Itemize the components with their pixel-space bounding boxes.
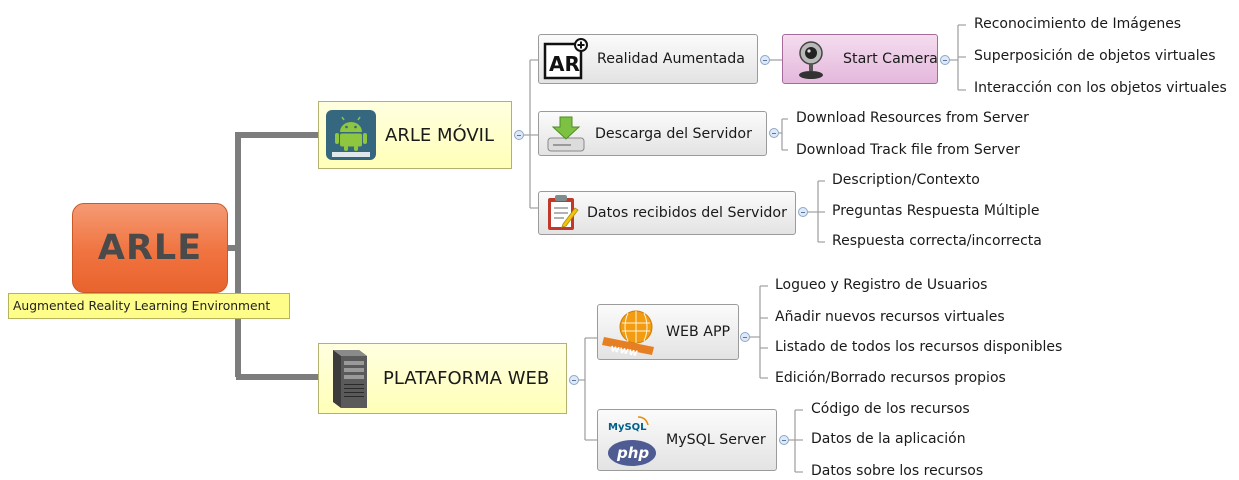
subtopic-label: Start Camera — [843, 51, 938, 67]
android-icon — [325, 109, 377, 161]
webcam-icon — [789, 37, 833, 81]
subtopic-label: Datos recibidos del Servidor — [587, 205, 787, 221]
subtopic-realidad-aumentada[interactable]: AR Realidad Aumentada — [538, 34, 758, 84]
leaf-item[interactable]: Download Resources from Server — [796, 110, 1029, 126]
subtopic-label: WEB APP — [666, 324, 731, 340]
svg-text:php: php — [616, 444, 649, 462]
root-subtitle-callout: Augmented Reality Learning Environment — [8, 293, 290, 319]
leaf-item[interactable]: Interacción con los objetos virtuales — [974, 80, 1227, 96]
mysql-php-icon: MySQL php — [606, 411, 658, 469]
leaf-item[interactable]: Código de los recursos — [811, 401, 970, 417]
leaf-item[interactable]: Description/Contexto — [832, 172, 980, 188]
root-node[interactable]: ARLE — [72, 203, 228, 293]
subtopic-start-camera[interactable]: Start Camera — [782, 34, 938, 84]
collapse-toggle[interactable] — [779, 435, 789, 445]
subtopic-mysql-server[interactable]: MySQL php MySQL Server — [597, 409, 777, 471]
leaf-item[interactable]: Edición/Borrado recursos propios — [775, 370, 1006, 386]
server-tower-icon — [323, 346, 373, 412]
branch-label: PLATAFORMA WEB — [383, 368, 550, 389]
subtopic-label: Realidad Aumentada — [597, 51, 745, 67]
collapse-toggle[interactable] — [514, 130, 524, 140]
ar-icon: AR — [543, 38, 589, 80]
svg-text:AR: AR — [549, 52, 580, 76]
collapse-toggle[interactable] — [940, 55, 950, 65]
leaf-item[interactable]: Respuesta correcta/incorrecta — [832, 233, 1042, 249]
subtopic-datos-recibidos[interactable]: Datos recibidos del Servidor — [538, 191, 796, 235]
branch-arle-movil[interactable]: ARLE MÓVIL — [318, 101, 512, 169]
branch-plataforma-web[interactable]: PLATAFORMA WEB — [318, 343, 567, 414]
leaf-item[interactable]: Download Track file from Server — [796, 142, 1020, 158]
leaf-item[interactable]: Datos de la aplicación — [811, 431, 966, 447]
leaf-item[interactable]: Superposición de objetos virtuales — [974, 48, 1216, 64]
leaf-item[interactable]: Listado de todos los recursos disponible… — [775, 339, 1063, 355]
clipboard-icon — [545, 194, 579, 232]
branch-label: ARLE MÓVIL — [385, 124, 494, 146]
collapse-toggle[interactable] — [769, 128, 779, 138]
subtopic-descarga-del-servidor[interactable]: Descarga del Servidor — [538, 111, 767, 156]
www-icon: www — [602, 307, 658, 357]
download-icon — [545, 114, 587, 154]
leaf-item[interactable]: Logueo y Registro de Usuarios — [775, 277, 988, 293]
collapse-toggle[interactable] — [760, 55, 770, 65]
collapse-toggle[interactable] — [798, 207, 808, 217]
svg-text:www: www — [609, 343, 638, 357]
subtopic-web-app[interactable]: www WEB APP — [597, 304, 739, 360]
leaf-item[interactable]: Reconocimiento de Imágenes — [974, 16, 1182, 32]
subtopic-label: Descarga del Servidor — [595, 125, 752, 142]
leaf-item[interactable]: Preguntas Respuesta Múltiple — [832, 203, 1040, 219]
svg-text:MySQL: MySQL — [608, 422, 647, 433]
subtopic-label: MySQL Server — [666, 432, 766, 448]
root-title: ARLE — [97, 228, 203, 268]
collapse-toggle[interactable] — [740, 332, 750, 342]
collapse-toggle[interactable] — [569, 375, 579, 385]
leaf-item[interactable]: Datos sobre los recursos — [811, 463, 984, 479]
leaf-item[interactable]: Añadir nuevos recursos virtuales — [775, 309, 1005, 325]
